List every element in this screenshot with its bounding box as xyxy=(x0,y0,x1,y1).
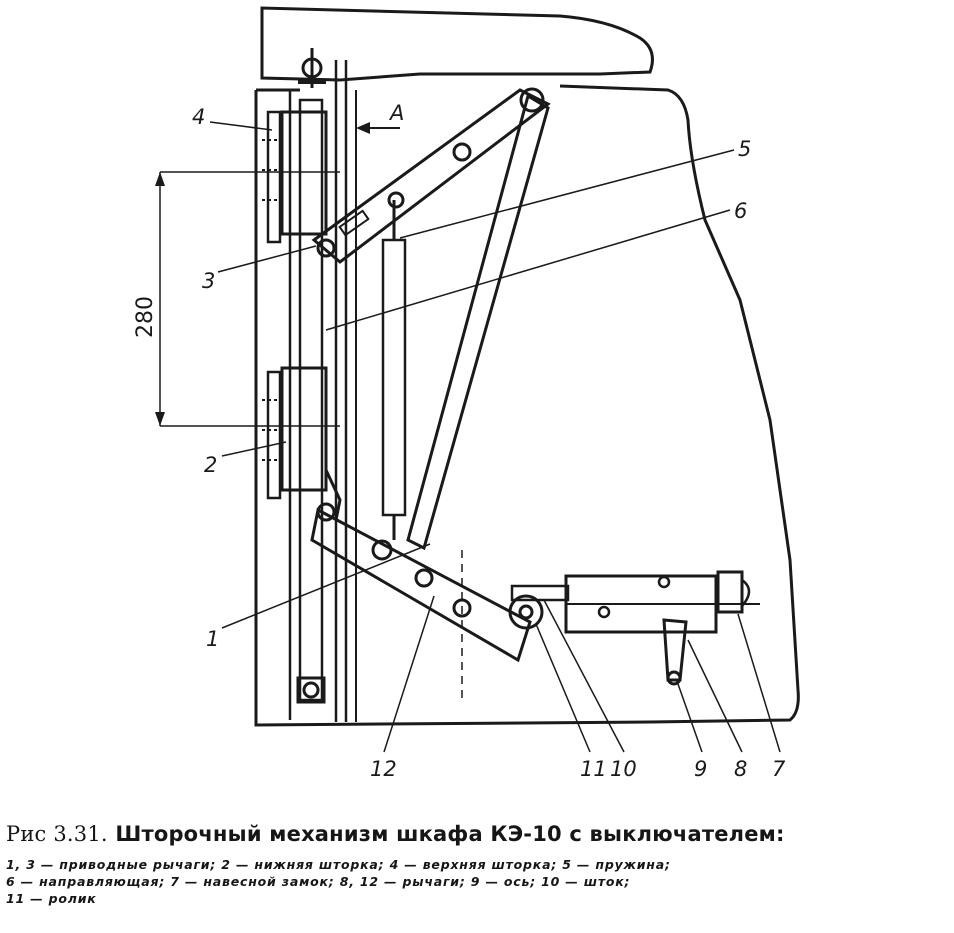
leader-8 xyxy=(687,639,743,753)
leader-3 xyxy=(217,245,317,273)
bottom-fastener xyxy=(296,676,326,704)
callout-8: 8 xyxy=(734,757,747,781)
switch-screw xyxy=(657,575,671,589)
cabinet-outline xyxy=(254,84,800,727)
lower-lever-pin xyxy=(414,568,434,588)
leader-9 xyxy=(677,683,703,753)
callout-6: 6 xyxy=(734,199,747,223)
callout-2: 2 xyxy=(204,453,217,477)
callout-12: 12 xyxy=(370,757,397,781)
leader-12 xyxy=(383,595,435,753)
roller xyxy=(508,594,544,630)
leader-7 xyxy=(737,613,781,753)
lower-lever-pin xyxy=(452,598,472,618)
switch-axis xyxy=(666,670,682,686)
lower-shutter xyxy=(280,366,328,492)
upper-lever-pivot xyxy=(316,238,336,258)
legend-line: 11 — ролик xyxy=(6,891,97,906)
callout-3: 3 xyxy=(202,269,215,293)
dimension-arrow-top xyxy=(155,172,165,186)
leader-2 xyxy=(221,441,287,457)
upper-shutter xyxy=(280,110,328,236)
leader-4 xyxy=(209,121,273,131)
roller-axle xyxy=(518,604,534,620)
leader-10 xyxy=(543,599,625,753)
long-lever xyxy=(406,93,550,551)
guide-rod xyxy=(298,98,324,702)
dimension-arrow-bottom xyxy=(155,412,165,426)
lower-shutter-bracket xyxy=(324,469,342,521)
callout-4: 4 xyxy=(192,105,205,129)
leader-6 xyxy=(325,209,731,331)
spring-top-pin xyxy=(387,191,405,209)
upper-lever-slot xyxy=(338,209,370,237)
leader-1 xyxy=(221,543,431,629)
upper-lever-pin xyxy=(452,142,472,162)
legend-line: 1, 3 — приводные рычаги; 2 — нижняя штор… xyxy=(6,857,671,872)
cabinet-top-block xyxy=(260,6,654,82)
callout-1: 1 xyxy=(206,627,219,651)
lower-lever-pin xyxy=(371,539,393,561)
dimension-label: 280 xyxy=(133,296,158,338)
view-arrow-head xyxy=(356,122,370,134)
shutter-mechanism-drawing: A 280 4 3 2 1 12 11 10 9 8 7 5 6 xyxy=(133,6,800,781)
view-arrow-label: A xyxy=(388,101,404,125)
caption-prefix: Рис 3.31. xyxy=(6,822,108,846)
callout-10: 10 xyxy=(610,757,637,781)
upper-shutter-plate xyxy=(266,110,282,244)
caption-title-line: Рис 3.31. Шторочный механизм шкафа КЭ-10… xyxy=(6,822,950,846)
legend-line: 6 — направляющая; 7 — навесной замок; 8,… xyxy=(6,874,631,889)
callout-7: 7 xyxy=(772,757,786,781)
figure-caption: Рис 3.31. Шторочный механизм шкафа КЭ-10… xyxy=(6,822,950,907)
caption-legend: 1, 3 — приводные рычаги; 2 — нижняя штор… xyxy=(6,856,950,907)
padlock xyxy=(716,570,744,614)
top-hinge xyxy=(519,87,545,113)
switch-screw xyxy=(597,605,611,619)
lower-lever-pivot xyxy=(316,502,336,522)
lower-lever xyxy=(310,507,532,663)
leader-5 xyxy=(399,149,735,239)
bottom-fastener-bolt xyxy=(302,681,320,699)
leader-11 xyxy=(535,623,591,753)
caption-title: Шторочный механизм шкафа КЭ-10 с выключа… xyxy=(115,822,785,846)
callout-5: 5 xyxy=(738,137,751,161)
stem xyxy=(510,584,570,602)
callout-9: 9 xyxy=(694,757,707,781)
callout-11: 11 xyxy=(580,757,607,781)
spring-cylinder xyxy=(381,238,407,517)
lower-shutter-plate xyxy=(266,370,282,500)
